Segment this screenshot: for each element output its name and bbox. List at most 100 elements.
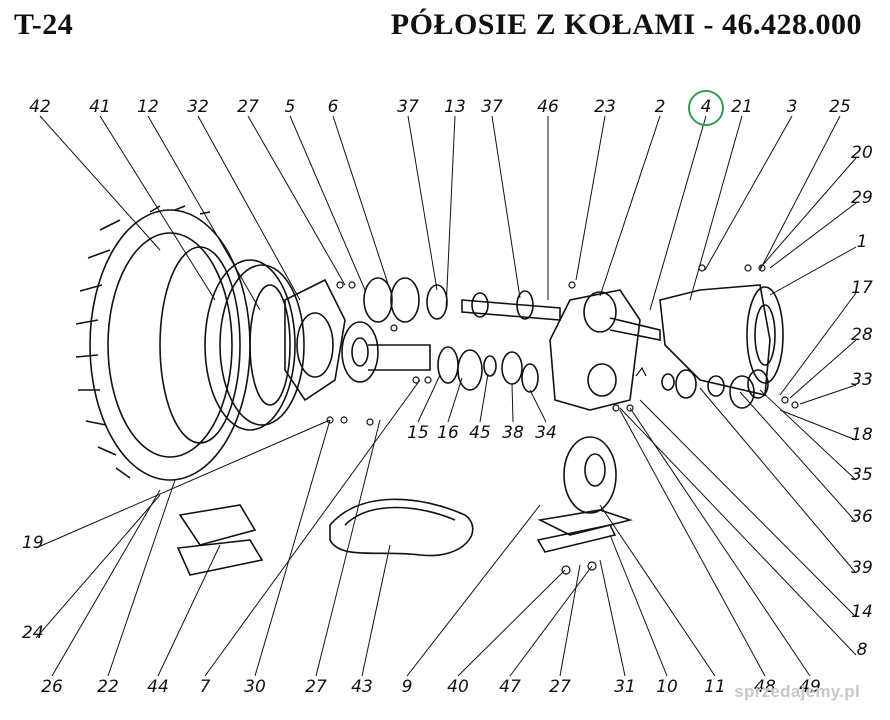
callout-44: 44: [147, 677, 169, 697]
leader-line-15: [417, 374, 441, 423]
callout-1: 1: [857, 232, 868, 252]
leader-line-1: [769, 246, 857, 296]
gear-cover-drawing: [536, 436, 633, 553]
callout-8: 8: [857, 640, 868, 660]
callout-12: 12: [137, 97, 159, 117]
tyre-drawing: [75, 205, 251, 481]
leader-line-5: [289, 115, 366, 291]
pad-blocks-drawing: [176, 504, 264, 576]
callout-28: 28: [851, 325, 873, 345]
callout-7: 7: [200, 677, 211, 697]
leader-line-37: [491, 115, 521, 299]
callout-47: 47: [499, 677, 521, 697]
callout-16: 16: [437, 423, 459, 443]
watermark: sprzedajemy.pl: [734, 682, 860, 701]
callout-37: 37: [481, 97, 503, 117]
callout-43: 43: [351, 677, 373, 697]
leader-line-37: [407, 115, 438, 291]
callout-11: 11: [704, 677, 726, 697]
leader-line-6: [332, 115, 391, 291]
leader-line-4: [649, 115, 707, 311]
callout-37: 37: [397, 97, 419, 117]
leader-line-8: [619, 407, 857, 656]
callout-41: 41: [89, 97, 111, 117]
leader-line-36: [739, 391, 857, 523]
diagram-model-code: T-24: [14, 8, 74, 41]
leader-line-23: [575, 115, 606, 281]
callout-21: 21: [731, 97, 753, 117]
callout-30: 30: [244, 677, 266, 697]
leader-line-43: [361, 544, 391, 677]
callout-35: 35: [851, 465, 873, 485]
callout-34: 34: [535, 423, 557, 443]
leader-line-42: [39, 115, 161, 251]
callout-26: 26: [41, 677, 63, 697]
callout-25: 25: [829, 97, 851, 117]
leader-line-21: [689, 115, 743, 301]
leader-line-31: [599, 559, 626, 677]
callout-32: 32: [187, 97, 209, 117]
callout-33: 33: [851, 370, 873, 390]
callout-15: 15: [407, 423, 429, 443]
callout-13: 13: [444, 97, 466, 117]
leader-line-27: [315, 419, 381, 677]
axle-housing-drawing: [659, 284, 784, 396]
leader-line-25: [759, 115, 841, 271]
leader-line-16: [447, 377, 463, 423]
bearing-seal-set-drawing: [363, 277, 539, 393]
fasteners-drawing: [326, 264, 799, 575]
callout-23: 23: [594, 97, 616, 117]
leader-line-34: [529, 389, 547, 423]
callout-18: 18: [851, 425, 873, 445]
belt-drawing: [329, 498, 474, 557]
callout-3: 3: [787, 97, 798, 117]
hub-flange-drawing: [341, 321, 431, 383]
leader-line-17: [779, 292, 857, 396]
callout-39: 39: [851, 558, 873, 578]
callout-2: 2: [655, 97, 666, 117]
leader-line-33: [799, 384, 857, 405]
leader-line-35: [759, 389, 857, 481]
leader-line-20: [759, 157, 857, 269]
callout-19: 19: [22, 533, 44, 553]
callout-49: 49: [799, 677, 821, 697]
callout-5: 5: [285, 97, 296, 117]
callout-31: 31: [614, 677, 636, 697]
final-drive-housing-drawing: [549, 289, 661, 411]
callout-24: 24: [22, 623, 44, 643]
leader-line-14: [639, 399, 857, 618]
leader-line-19: [35, 419, 331, 549]
leader-line-49: [629, 407, 811, 677]
leader-line-47: [509, 565, 593, 677]
callout-48: 48: [754, 677, 776, 697]
callout-45: 45: [469, 423, 491, 443]
leader-line-48: [619, 409, 766, 677]
leader-line-3: [704, 115, 793, 271]
leader-line-44: [157, 544, 221, 677]
leader-line-45: [479, 373, 489, 423]
highlight-ring: [688, 90, 724, 126]
leader-line-41: [99, 115, 216, 301]
callout-40: 40: [447, 677, 469, 697]
wheel-disc-drawing: [284, 278, 346, 402]
callout-4: 4: [701, 97, 712, 117]
callout-10: 10: [656, 677, 678, 697]
leader-line-32: [197, 115, 301, 301]
diagram-title: PÓŁOSIE Z KOŁAMI - 46.428.000: [390, 8, 862, 41]
leader-line-9: [406, 504, 541, 677]
callout-17: 17: [851, 278, 873, 298]
callout-36: 36: [851, 507, 873, 527]
leader-line-39: [699, 387, 857, 574]
callout-27: 27: [549, 677, 571, 697]
leader-line-10: [609, 534, 668, 677]
leader-line-29: [769, 202, 857, 269]
callout-20: 20: [851, 143, 873, 163]
splined-shaft-drawing: [461, 290, 561, 321]
leader-line-12: [147, 115, 261, 311]
leader-line-11: [599, 504, 716, 677]
callout-14: 14: [851, 602, 873, 622]
callout-22: 22: [97, 677, 119, 697]
right-bearing-set-drawing: [661, 369, 769, 409]
callout-46: 46: [537, 97, 559, 117]
leader-line-7: [204, 379, 421, 677]
